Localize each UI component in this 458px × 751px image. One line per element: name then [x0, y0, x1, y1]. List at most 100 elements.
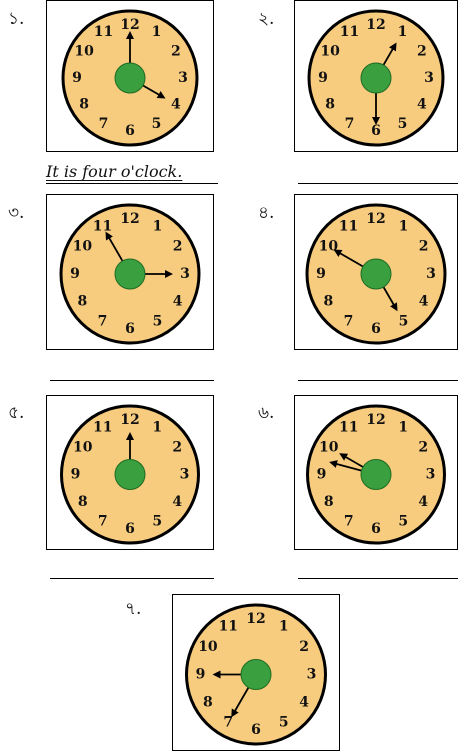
dial-number-9: 9 — [316, 266, 326, 282]
dial-number-8: 8 — [78, 494, 88, 510]
answer-line-6[interactable] — [298, 578, 458, 579]
clock-center — [361, 63, 391, 93]
dial-number-2: 2 — [417, 44, 427, 60]
dial-number-3: 3 — [178, 70, 188, 86]
dial-number-12: 12 — [366, 412, 385, 428]
dial-number-6: 6 — [371, 521, 381, 537]
dial-number-4: 4 — [417, 97, 427, 113]
dial-number-10: 10 — [73, 239, 93, 255]
dial-number-2: 2 — [418, 439, 428, 455]
dial-number-10: 10 — [74, 44, 94, 60]
dial-number-1: 1 — [153, 218, 163, 234]
dial-number-4: 4 — [418, 494, 428, 510]
dial-number-9: 9 — [72, 70, 82, 86]
clock-center — [115, 63, 145, 93]
dial-number-12: 12 — [366, 211, 385, 227]
dial-number-8: 8 — [325, 97, 335, 113]
dial-number-9: 9 — [196, 667, 206, 683]
dial-number-2: 2 — [172, 439, 182, 455]
dial-number-2: 2 — [299, 639, 309, 655]
sample-answer: It is four o'clock. — [46, 162, 182, 181]
answer-line-5[interactable] — [50, 578, 214, 579]
dial-number-11: 11 — [93, 218, 112, 234]
dial-number-6: 6 — [125, 123, 135, 139]
dial-number-9: 9 — [70, 266, 80, 282]
clock-center — [115, 460, 145, 490]
dial-number-7: 7 — [99, 116, 109, 132]
dial-number-8: 8 — [323, 294, 333, 310]
dial-number-12: 12 — [246, 611, 265, 627]
question-number-1: ১. — [8, 6, 24, 34]
dial-number-1: 1 — [152, 24, 162, 40]
dial-number-11: 11 — [340, 24, 359, 40]
dial-number-5: 5 — [153, 314, 163, 330]
clock-center — [241, 660, 271, 690]
question-number-4: ৪. — [258, 200, 274, 228]
dial-number-11: 11 — [219, 618, 238, 634]
dial-number-5: 5 — [398, 116, 408, 132]
dial-number-8: 8 — [203, 694, 213, 710]
answer-line-2[interactable] — [298, 183, 458, 184]
dial-number-8: 8 — [79, 97, 89, 113]
dial-number-7: 7 — [344, 514, 354, 530]
dial-number-8: 8 — [324, 494, 334, 510]
dial-number-4: 4 — [171, 97, 181, 113]
dial-number-3: 3 — [180, 467, 190, 483]
dial-number-1: 1 — [279, 618, 289, 634]
answer-line-3[interactable] — [50, 380, 214, 381]
dial-number-12: 12 — [120, 412, 139, 428]
answer-line-1 — [46, 183, 218, 184]
dial-number-2: 2 — [171, 44, 181, 60]
dial-number-3: 3 — [426, 266, 436, 282]
answer-line-4[interactable] — [298, 380, 458, 381]
dial-number-12: 12 — [120, 211, 139, 227]
dial-number-11: 11 — [94, 24, 113, 40]
dial-number-1: 1 — [399, 218, 409, 234]
dial-number-9: 9 — [71, 467, 81, 483]
dial-number-5: 5 — [398, 514, 408, 530]
dial-number-10: 10 — [320, 44, 340, 60]
dial-number-4: 4 — [172, 494, 182, 510]
dial-number-6: 6 — [371, 321, 381, 337]
dial-number-10: 10 — [198, 639, 218, 655]
dial-number-1: 1 — [398, 419, 408, 435]
dial-number-3: 3 — [426, 467, 436, 483]
question-number-3: ৩. — [8, 200, 24, 228]
dial-number-2: 2 — [419, 239, 429, 255]
clock-center — [361, 460, 391, 490]
dial-number-5: 5 — [399, 314, 409, 330]
clock-center — [361, 259, 391, 289]
dial-number-7: 7 — [344, 314, 354, 330]
dial-number-7: 7 — [223, 715, 233, 731]
dial-number-3: 3 — [307, 667, 317, 683]
dial-number-7: 7 — [345, 116, 355, 132]
dial-number-2: 2 — [173, 239, 183, 255]
dial-number-11: 11 — [339, 419, 358, 435]
dial-number-1: 1 — [152, 419, 162, 435]
dial-number-4: 4 — [173, 294, 183, 310]
dial-number-8: 8 — [77, 294, 87, 310]
dial-number-6: 6 — [125, 321, 135, 337]
dial-number-7: 7 — [98, 314, 108, 330]
dial-number-6: 6 — [125, 521, 135, 537]
dial-number-4: 4 — [419, 294, 429, 310]
dial-number-6: 6 — [251, 722, 261, 738]
dial-number-6: 6 — [371, 123, 381, 139]
question-number-6: ৬. — [258, 400, 274, 428]
dial-number-1: 1 — [398, 24, 408, 40]
dial-number-10: 10 — [319, 239, 339, 255]
dial-number-10: 10 — [319, 439, 339, 455]
question-number-5: ৫. — [8, 400, 24, 428]
